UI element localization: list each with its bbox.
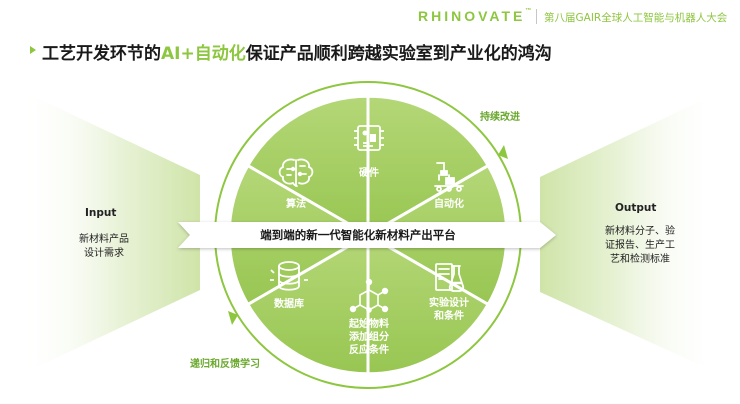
- database-icon: [270, 261, 308, 291]
- input-title: Input: [85, 207, 117, 219]
- chip-icon: [354, 125, 384, 151]
- segment-label-hardware: 硬件: [359, 168, 379, 179]
- segment-experiment: [366, 232, 491, 376]
- molecule-icon: [349, 278, 389, 313]
- regression-feedback-label: 递归和反馈学习: [190, 359, 260, 370]
- segment-materials: [245, 232, 370, 376]
- segment-label-materials: 起始物料 添加组分 反应条件: [349, 319, 389, 356]
- output-description: 新材料分子、验 证报告、生产工 艺和检测标准: [605, 226, 675, 265]
- segment-label-experiment: 实验设计 和条件: [429, 298, 469, 322]
- brand-logo: RHINOVATE™: [418, 8, 532, 24]
- lab-flask-icon: [435, 263, 465, 292]
- segment-label-automation: 自动化: [434, 199, 464, 210]
- platform-label: 端到端的新一代智能化新材料产出平台: [260, 228, 456, 242]
- brain-icon: [278, 158, 314, 187]
- output-funnel: [540, 92, 720, 374]
- continuous-improvement-label: 持续改进: [480, 112, 520, 123]
- segment-algorithm: [245, 94, 370, 238]
- title-bullet-icon: [30, 46, 36, 54]
- input-funnel: [20, 90, 200, 375]
- platform-arrow: [178, 222, 556, 248]
- segment-label-algorithm: 算法: [286, 199, 306, 210]
- robot-arm-icon: [434, 162, 464, 192]
- ring-arrow-bottom-left: [228, 311, 238, 325]
- input-description: 新材料产品 设计需求: [79, 234, 129, 259]
- header-divider: [536, 9, 537, 24]
- segment-label-database: 数据库: [274, 299, 304, 310]
- segment-hardware: [366, 94, 491, 238]
- page-title: 工艺开发环节的AI+自动化保证产品顺利跨越实验室到产业化的鸿沟: [42, 44, 552, 64]
- event-name: 第八届GAIR全球人工智能与机器人大会: [544, 12, 728, 24]
- ring-arrow-top-right: [498, 145, 508, 159]
- output-title: Output: [615, 202, 657, 214]
